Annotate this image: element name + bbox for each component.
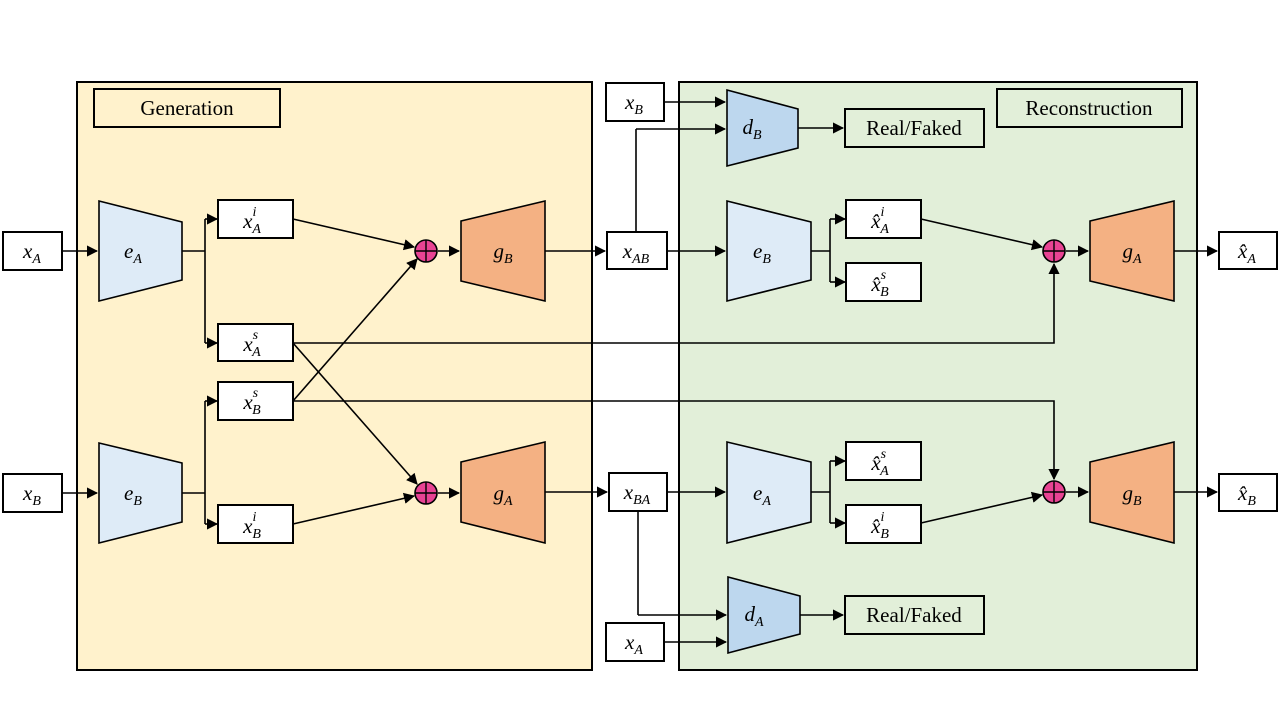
input-x-b-box [2, 473, 63, 513]
latent-x-a-s-box [217, 323, 294, 362]
output-x-ba-box [608, 472, 668, 512]
recon-generator-g-b-label: gB [1122, 481, 1142, 509]
output-xhat-b-box [1218, 473, 1278, 512]
output-x-ab-box [606, 231, 668, 270]
input-x-b: xB [22, 481, 41, 509]
disc-input-x-b: xB [624, 90, 643, 118]
output-xhat-a-box [1218, 231, 1278, 270]
discriminator-d-a [727, 575, 801, 655]
recon-encoder-e-b-label: eB [753, 239, 771, 267]
real-faked-top: Real/Faked [866, 116, 962, 140]
recon-generator-g-b [1089, 440, 1175, 545]
generation-title-box [93, 88, 281, 128]
encoder-e-a [98, 199, 183, 303]
encoder-e-b [98, 441, 183, 545]
real-faked-top-box [844, 108, 985, 148]
sum-node-top-generation [414, 239, 438, 263]
real-faked-bottom-box [844, 595, 985, 635]
disc-input-x-a-box [605, 622, 665, 662]
generation-title: Generation [140, 96, 234, 120]
output-x-ba: xBA [623, 480, 651, 508]
reconstruction-title-box [996, 88, 1183, 128]
reconstruction-panel [678, 81, 1198, 671]
sum-node-bottom-reconstruction [1042, 480, 1066, 504]
generation-panel [76, 81, 593, 671]
discriminator-d-a-label: dA [744, 602, 764, 630]
generator-g-a [460, 440, 546, 545]
reconstruction-title: Reconstruction [1025, 96, 1153, 120]
disc-input-x-a: xA [624, 630, 643, 658]
recon-encoder-e-a-label: eA [753, 481, 771, 509]
recon-encoder-e-a [726, 440, 812, 545]
real-faked-bottom: Real/Faked [866, 603, 962, 627]
recon-encoder-e-b [726, 199, 812, 303]
recon-latent-xhat-b-i-box [845, 504, 922, 544]
encoder-e-a-label: eA [124, 239, 142, 267]
connections [62, 96, 1219, 648]
sum-node-top-reconstruction [1042, 239, 1066, 263]
recon-latent-xhat-a-i-box [845, 199, 922, 239]
recon-generator-g-a-label: gA [1122, 239, 1142, 267]
recon-generator-g-a [1089, 199, 1175, 303]
output-x-ab: xAB [622, 239, 650, 267]
latent-x-b-s-box [217, 381, 294, 421]
generator-g-a-label: gA [493, 481, 513, 509]
discriminator-d-b [726, 88, 799, 168]
output-xhat-b: x̂B [1237, 481, 1256, 509]
recon-latent-xhat-b-s-box [845, 262, 922, 302]
discriminator-d-b-label: dB [742, 115, 762, 143]
input-x-a: xA [22, 239, 41, 267]
generator-g-b-label: gB [493, 239, 513, 267]
latent-x-b-i-box [217, 504, 294, 544]
latent-x-a-i-box [217, 199, 294, 239]
recon-latent-xhat-a-s-box [845, 441, 922, 481]
encoder-e-b-label: eB [124, 481, 142, 509]
disc-input-x-b-box [605, 82, 665, 122]
sum-node-bottom-generation [414, 481, 438, 505]
input-x-a-box [2, 231, 63, 271]
generator-g-b [460, 199, 546, 303]
output-xhat-a: x̂A [1237, 239, 1256, 267]
